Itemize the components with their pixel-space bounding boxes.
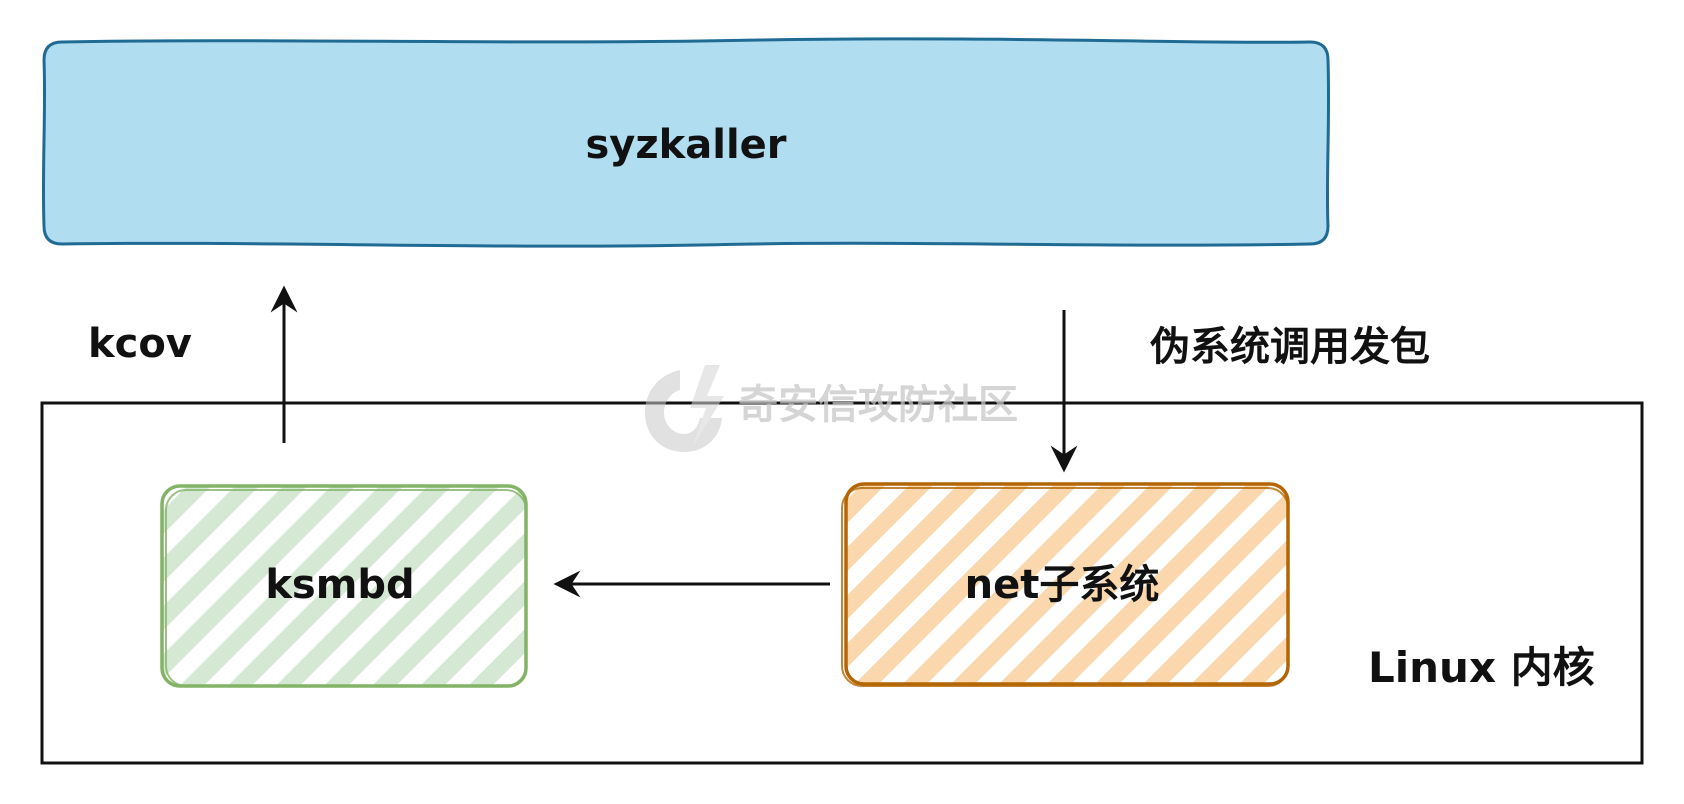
net-subsystem-label: net子系统 — [965, 562, 1160, 608]
kcov-label: kcov — [88, 321, 192, 367]
ksmbd-label: ksmbd — [265, 562, 414, 608]
syzkaller-label: syzkaller — [585, 122, 786, 168]
fake-syscall-label: 伪系统调用发包 — [1150, 324, 1430, 370]
watermark-logo-icon — [645, 365, 724, 452]
linux-kernel-container — [40, 401, 1644, 765]
syzkaller-node[interactable] — [41, 37, 1331, 248]
watermark-text: 奇安信攻防社区 — [738, 382, 1018, 428]
net-subsystem-node-sketch-outline — [841, 487, 1289, 687]
linux-kernel-label: Linux 内核 — [1368, 643, 1595, 692]
watermark: 奇安信攻防社区 — [645, 365, 1018, 452]
ksmbd-node-sketch-outline — [165, 489, 527, 687]
